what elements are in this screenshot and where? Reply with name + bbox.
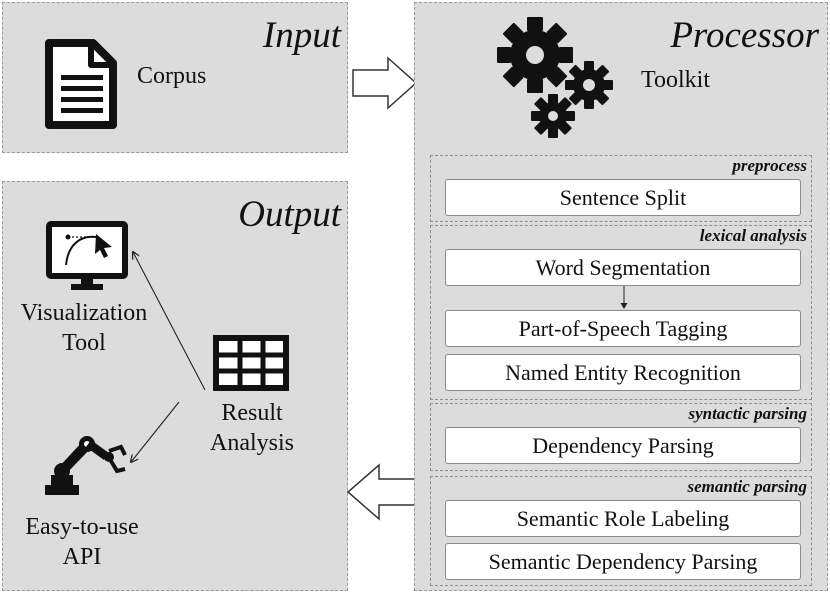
step-word-segmentation: Word Segmentation	[445, 249, 801, 286]
arrow-to-api	[131, 401, 180, 462]
processor-panel: Processor	[414, 2, 828, 591]
output-connector-arrows	[3, 182, 206, 592]
arrow-down-icon	[620, 286, 628, 309]
input-panel: Input Corpus	[2, 2, 348, 153]
easy-to-use-api-label: Easy-to-use API	[7, 512, 157, 572]
output-panel: Output Visualization Tool Result Analysi…	[2, 181, 348, 591]
corpus-label: Corpus	[137, 63, 207, 89]
step-semantic-dependency-parsing: Semantic Dependency Parsing	[445, 543, 801, 580]
step-dependency-parsing: Dependency Parsing	[445, 427, 801, 464]
visualization-label-line2: Tool	[62, 330, 106, 356]
group-lexical-title: lexical analysis	[699, 226, 807, 245]
step-semantic-role-labeling: Semantic Role Labeling	[445, 500, 801, 537]
table-icon	[213, 335, 289, 391]
api-label-line1: Easy-to-use	[25, 514, 139, 540]
arrow-to-visualization	[133, 252, 206, 391]
input-title: Input	[262, 15, 341, 56]
gears-icon	[497, 17, 613, 138]
group-lexical-analysis: lexical analysis Word Segmentation Part-…	[430, 225, 812, 400]
processor-title: Processor	[670, 15, 819, 56]
document-icon	[45, 39, 117, 129]
step-pos-tagging: Part-of-Speech Tagging	[445, 310, 801, 347]
step-named-entity-recognition: Named Entity Recognition	[445, 354, 801, 391]
arrow-right-icon	[352, 56, 418, 110]
visualization-label-line1: Visualization	[20, 300, 148, 326]
monitor-icon	[46, 221, 128, 290]
group-semantic-parsing: semantic parsing Semantic Role Labeling …	[430, 476, 812, 586]
result-analysis-label: Result Analysis	[187, 398, 317, 458]
toolkit-label: Toolkit	[641, 67, 710, 93]
arrow-left-icon	[346, 463, 416, 521]
visualization-tool-label: Visualization Tool	[9, 298, 159, 358]
step-sentence-split: Sentence Split	[445, 179, 801, 216]
result-label-line1: Result	[221, 400, 283, 426]
group-semantic-title: semantic parsing	[687, 477, 808, 496]
group-preprocess-title: preprocess	[732, 156, 807, 175]
group-syntactic-parsing: syntactic parsing Dependency Parsing	[430, 403, 812, 471]
group-preprocess: preprocess Sentence Split	[430, 155, 812, 222]
robot-arm-icon	[45, 436, 127, 495]
group-syntactic-title: syntactic parsing	[688, 404, 807, 423]
result-label-line2: Analysis	[210, 430, 294, 456]
output-title: Output	[238, 194, 341, 235]
api-label-line2: API	[62, 544, 102, 570]
